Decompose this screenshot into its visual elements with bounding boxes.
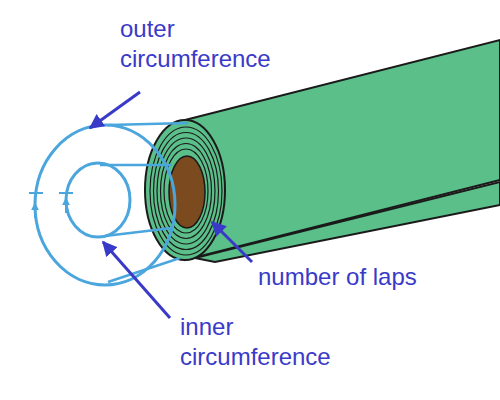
start-marks (29, 193, 73, 218)
paper-lap (164, 149, 208, 233)
paper-laps (150, 127, 222, 255)
paper-lap (150, 127, 222, 255)
callout-label: inner circumference (180, 312, 365, 372)
inner-circle (66, 163, 130, 237)
paper-lap (161, 144, 212, 239)
callout-label: outer circumference (120, 14, 305, 74)
paper-lap (154, 133, 219, 250)
roll-end (145, 120, 225, 260)
leader-arrows (90, 92, 252, 318)
outer-circle (35, 125, 175, 285)
paper-flap (195, 182, 500, 262)
callout-label: number of laps (258, 262, 488, 292)
